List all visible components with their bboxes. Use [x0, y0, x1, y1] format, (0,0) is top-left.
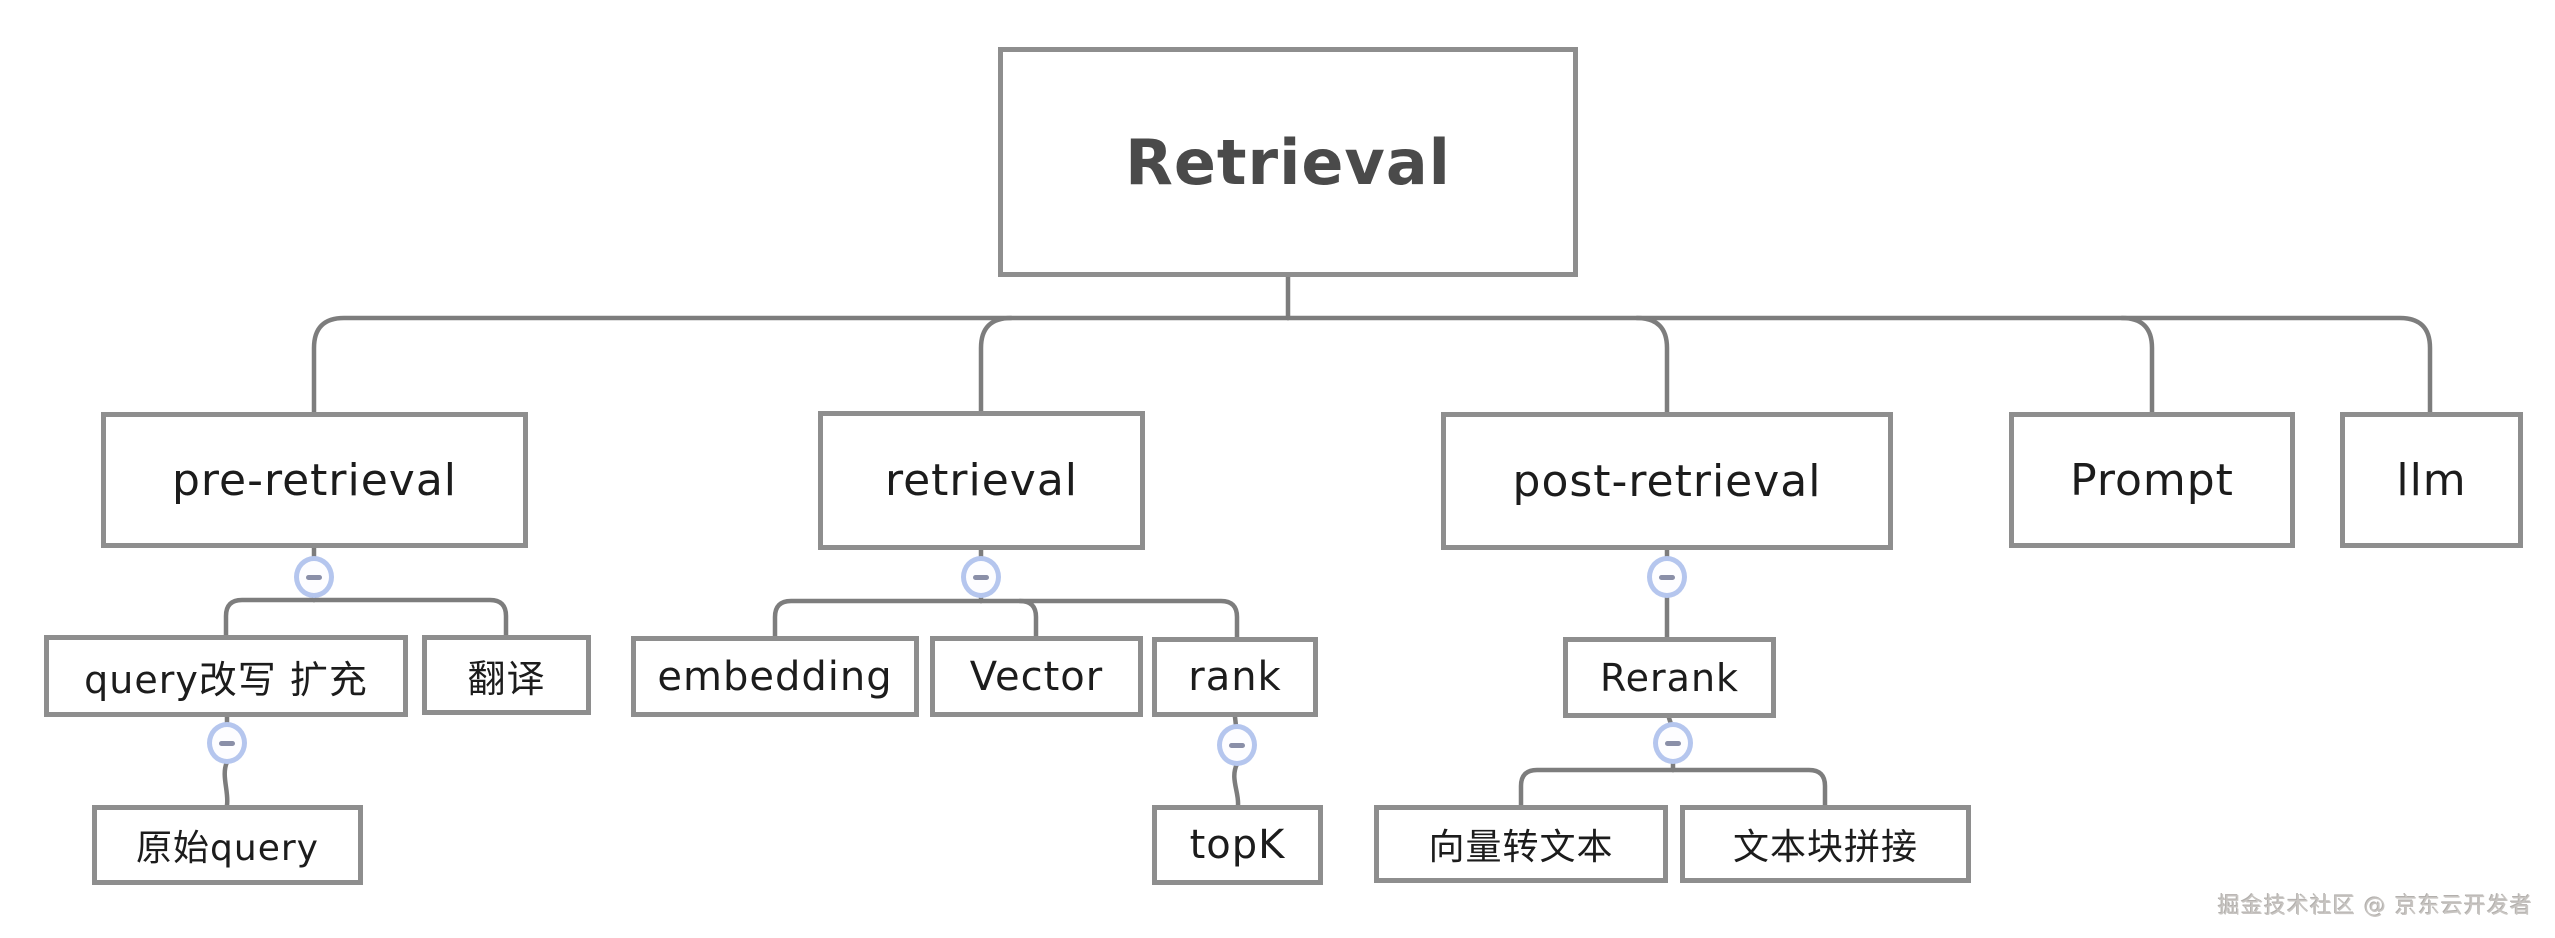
- node-pre-retrieval-label: pre-retrieval: [171, 454, 458, 506]
- minus-icon: [306, 574, 322, 580]
- node-original-query[interactable]: 原始query: [92, 805, 363, 885]
- collapse-button-pre-retrieval[interactable]: [294, 556, 334, 598]
- node-pre-retrieval[interactable]: pre-retrieval: [101, 412, 528, 548]
- node-rank-label: rank: [1188, 654, 1282, 700]
- collapse-button-retrieval[interactable]: [961, 556, 1001, 598]
- minus-icon: [973, 574, 989, 580]
- minus-icon: [1229, 742, 1245, 748]
- collapse-button-query-rewrite[interactable]: [207, 722, 247, 764]
- node-llm-label: llm: [2396, 454, 2467, 506]
- node-translate[interactable]: 翻译: [422, 635, 591, 715]
- minus-icon: [1665, 740, 1681, 746]
- node-vector-to-text-label: 向量转文本: [1428, 827, 1614, 868]
- collapse-button-post-retrieval[interactable]: [1647, 556, 1687, 598]
- node-prompt-label: Prompt: [2070, 454, 2234, 506]
- node-translate-label: 翻译: [467, 656, 546, 701]
- minus-icon: [1659, 574, 1675, 580]
- node-embedding-label: embedding: [657, 653, 893, 700]
- node-text-chunk-join-label: 文本块拼接: [1732, 827, 1918, 868]
- node-query-rewrite[interactable]: query改写 扩充: [44, 635, 408, 717]
- node-embedding[interactable]: embedding: [631, 636, 919, 717]
- node-topk[interactable]: topK: [1152, 805, 1323, 885]
- node-retrieval-label: retrieval: [884, 455, 1079, 506]
- collapse-button-rank[interactable]: [1217, 724, 1257, 766]
- node-retrieval-root[interactable]: Retrieval: [998, 47, 1578, 277]
- node-post-retrieval-label: post-retrieval: [1512, 455, 1822, 507]
- node-query-rewrite-label: query改写 扩充: [84, 657, 368, 702]
- node-rank[interactable]: rank: [1152, 637, 1318, 717]
- node-text-chunk-join[interactable]: 文本块拼接: [1680, 805, 1971, 883]
- node-vector[interactable]: Vector: [930, 636, 1143, 717]
- minus-icon: [219, 740, 235, 746]
- node-llm[interactable]: llm: [2340, 412, 2523, 548]
- node-vector-to-text[interactable]: 向量转文本: [1374, 805, 1668, 883]
- node-topk-label: topK: [1189, 822, 1286, 868]
- node-vector-label: Vector: [969, 653, 1104, 700]
- node-prompt[interactable]: Prompt: [2009, 412, 2295, 548]
- node-retrieval-root-label: Retrieval: [1125, 125, 1451, 199]
- node-rerank[interactable]: Rerank: [1563, 637, 1776, 718]
- node-original-query-label: 原始query: [136, 828, 319, 869]
- collapse-button-rerank[interactable]: [1653, 722, 1693, 764]
- node-retrieval[interactable]: retrieval: [818, 411, 1145, 550]
- watermark: 掘金技术社区 @ 京东云开发者: [2218, 894, 2533, 919]
- node-post-retrieval[interactable]: post-retrieval: [1441, 412, 1893, 550]
- node-rerank-label: Rerank: [1599, 655, 1740, 700]
